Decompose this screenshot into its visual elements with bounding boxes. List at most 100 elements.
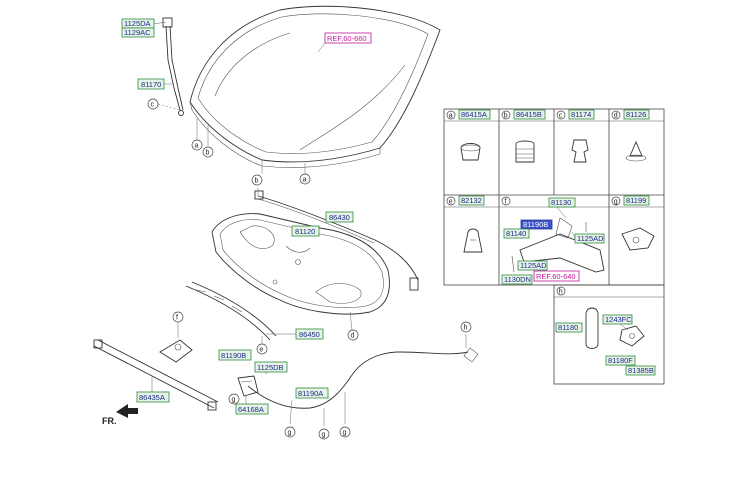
svg-text:1125AD: 1125AD	[577, 234, 604, 243]
hood-weatherstrip[interactable]	[254, 188, 419, 291]
svg-text:81180: 81180	[558, 323, 578, 332]
label-64168A[interactable]: 64168A	[235, 403, 269, 415]
svg-text:64168A: 64168A	[238, 405, 264, 414]
svg-text:81140: 81140	[506, 229, 526, 238]
svg-text:b: b	[504, 113, 508, 120]
svg-text:86430: 86430	[329, 213, 350, 222]
ref-latch-label[interactable]: REF.60-640	[533, 270, 580, 282]
svg-text:c: c	[559, 113, 563, 120]
svg-text:e: e	[260, 347, 264, 354]
table-cell-a[interactable]: a 86415A	[446, 109, 491, 161]
label-f-81190B-highlight[interactable]: 81190B	[520, 219, 553, 230]
ref-hood-label[interactable]: REF.60-660	[324, 32, 372, 44]
svg-text:1129AC: 1129AC	[124, 28, 151, 37]
label-81190A[interactable]: 81190A	[295, 387, 329, 399]
label-1129AC[interactable]: 1129AC	[121, 27, 155, 38]
svg-text:f: f	[505, 199, 507, 206]
callout-b-2[interactable]: b	[251, 174, 263, 186]
svg-text:g: g	[322, 432, 326, 439]
release-cable[interactable]	[247, 334, 479, 426]
callout-e[interactable]: e	[256, 343, 268, 355]
callout-c[interactable]: c	[147, 98, 159, 110]
svg-text:81130: 81130	[551, 198, 571, 207]
label-h-81180[interactable]: 81180	[555, 322, 583, 333]
svg-text:81126: 81126	[626, 110, 646, 119]
label-f-81140[interactable]: 81140	[503, 228, 530, 239]
hood-stay-rod[interactable]	[162, 17, 184, 116]
table-cell-e[interactable]: e 82132	[446, 195, 485, 253]
parts-table	[443, 108, 665, 385]
svg-text:a: a	[195, 143, 199, 150]
svg-text:81199: 81199	[626, 196, 646, 205]
svg-text:1130DN: 1130DN	[504, 275, 531, 284]
table-cell-h[interactable]: h	[556, 286, 645, 349]
latch-cluster-detail[interactable]	[159, 322, 193, 363]
svg-text:86450: 86450	[299, 330, 320, 339]
callout-g-4[interactable]: g	[339, 426, 351, 438]
svg-text:g: g	[614, 199, 618, 206]
front-direction-arrow: FR.	[102, 404, 138, 426]
callout-d[interactable]: d	[347, 329, 359, 341]
callout-h[interactable]: h	[460, 321, 472, 333]
label-1125DA[interactable]: 1125DA	[121, 18, 155, 29]
label-h-81180F[interactable]: 81180F	[605, 355, 636, 366]
svg-text:81385B: 81385B	[628, 366, 654, 375]
label-86430[interactable]: 86430	[325, 211, 354, 223]
svg-text:g: g	[343, 430, 347, 437]
svg-text:FR.: FR.	[102, 416, 117, 426]
callout-g-3[interactable]: g	[318, 428, 330, 440]
callout-a-2[interactable]: a	[299, 173, 311, 185]
label-86450[interactable]: 86450	[295, 328, 324, 340]
table-cell-g[interactable]: g 81199	[611, 195, 655, 251]
label-h-1243FC[interactable]: 1243FC	[602, 314, 633, 325]
callout-a-1[interactable]: a	[191, 139, 203, 151]
svg-text:1125AD: 1125AD	[520, 261, 547, 270]
svg-text:81174: 81174	[571, 110, 591, 119]
label-h-81385B[interactable]: 81385B	[625, 365, 656, 376]
label-f-1130DN[interactable]: 1130DN	[501, 274, 533, 285]
svg-text:c: c	[151, 102, 155, 109]
svg-text:a: a	[449, 113, 453, 120]
table-cell-c[interactable]: c 81174	[556, 109, 595, 163]
hood-insulator-pad[interactable]	[211, 213, 390, 331]
callout-b-1[interactable]: b	[202, 146, 214, 158]
callout-g-2[interactable]: g	[284, 426, 296, 438]
svg-text:81120: 81120	[295, 227, 315, 236]
svg-text:86435A: 86435A	[139, 393, 165, 402]
hood-seal-strip[interactable]	[185, 281, 296, 344]
label-f-1125AD-2[interactable]: 1125AD	[517, 260, 548, 271]
label-1125DB[interactable]: 1125DB	[254, 361, 288, 373]
label-81120[interactable]: 81120	[291, 225, 320, 237]
svg-text:86415B: 86415B	[516, 110, 542, 119]
svg-text:f: f	[176, 315, 178, 322]
svg-text:81170: 81170	[141, 80, 161, 89]
hood-panel[interactable]	[189, 5, 441, 174]
svg-text:81190B: 81190B	[523, 220, 548, 229]
callout-f[interactable]: f	[172, 311, 184, 323]
svg-text:e: e	[449, 199, 453, 206]
cowl-seal[interactable]	[93, 339, 219, 411]
svg-text:81180F: 81180F	[608, 356, 633, 365]
callout-g-5[interactable]: g	[228, 393, 240, 405]
svg-text:b: b	[255, 178, 259, 185]
label-f-1125AD-1[interactable]: 1125AD	[574, 233, 605, 244]
svg-text:b: b	[206, 150, 210, 157]
table-cell-b[interactable]: b 86415B	[501, 109, 546, 163]
table-cell-d[interactable]: d 81126	[611, 109, 650, 162]
svg-text:REF.60-660: REF.60-660	[327, 34, 367, 43]
label-86435A[interactable]: 86435A	[136, 391, 170, 403]
svg-text:g: g	[288, 430, 292, 437]
svg-text:81190A: 81190A	[298, 389, 323, 398]
svg-text:1125DB: 1125DB	[257, 363, 284, 372]
svg-text:a: a	[303, 177, 307, 184]
svg-text:h: h	[559, 289, 563, 296]
label-81170[interactable]: 81170	[137, 78, 165, 90]
label-81190B[interactable]: 81190B	[218, 349, 252, 361]
label-f-81130[interactable]: 81130	[548, 197, 576, 208]
svg-text:h: h	[464, 325, 468, 332]
svg-text:d: d	[614, 113, 618, 120]
svg-text:81190B: 81190B	[221, 351, 246, 360]
svg-text:82132: 82132	[461, 196, 482, 205]
svg-text:86415A: 86415A	[461, 110, 487, 119]
